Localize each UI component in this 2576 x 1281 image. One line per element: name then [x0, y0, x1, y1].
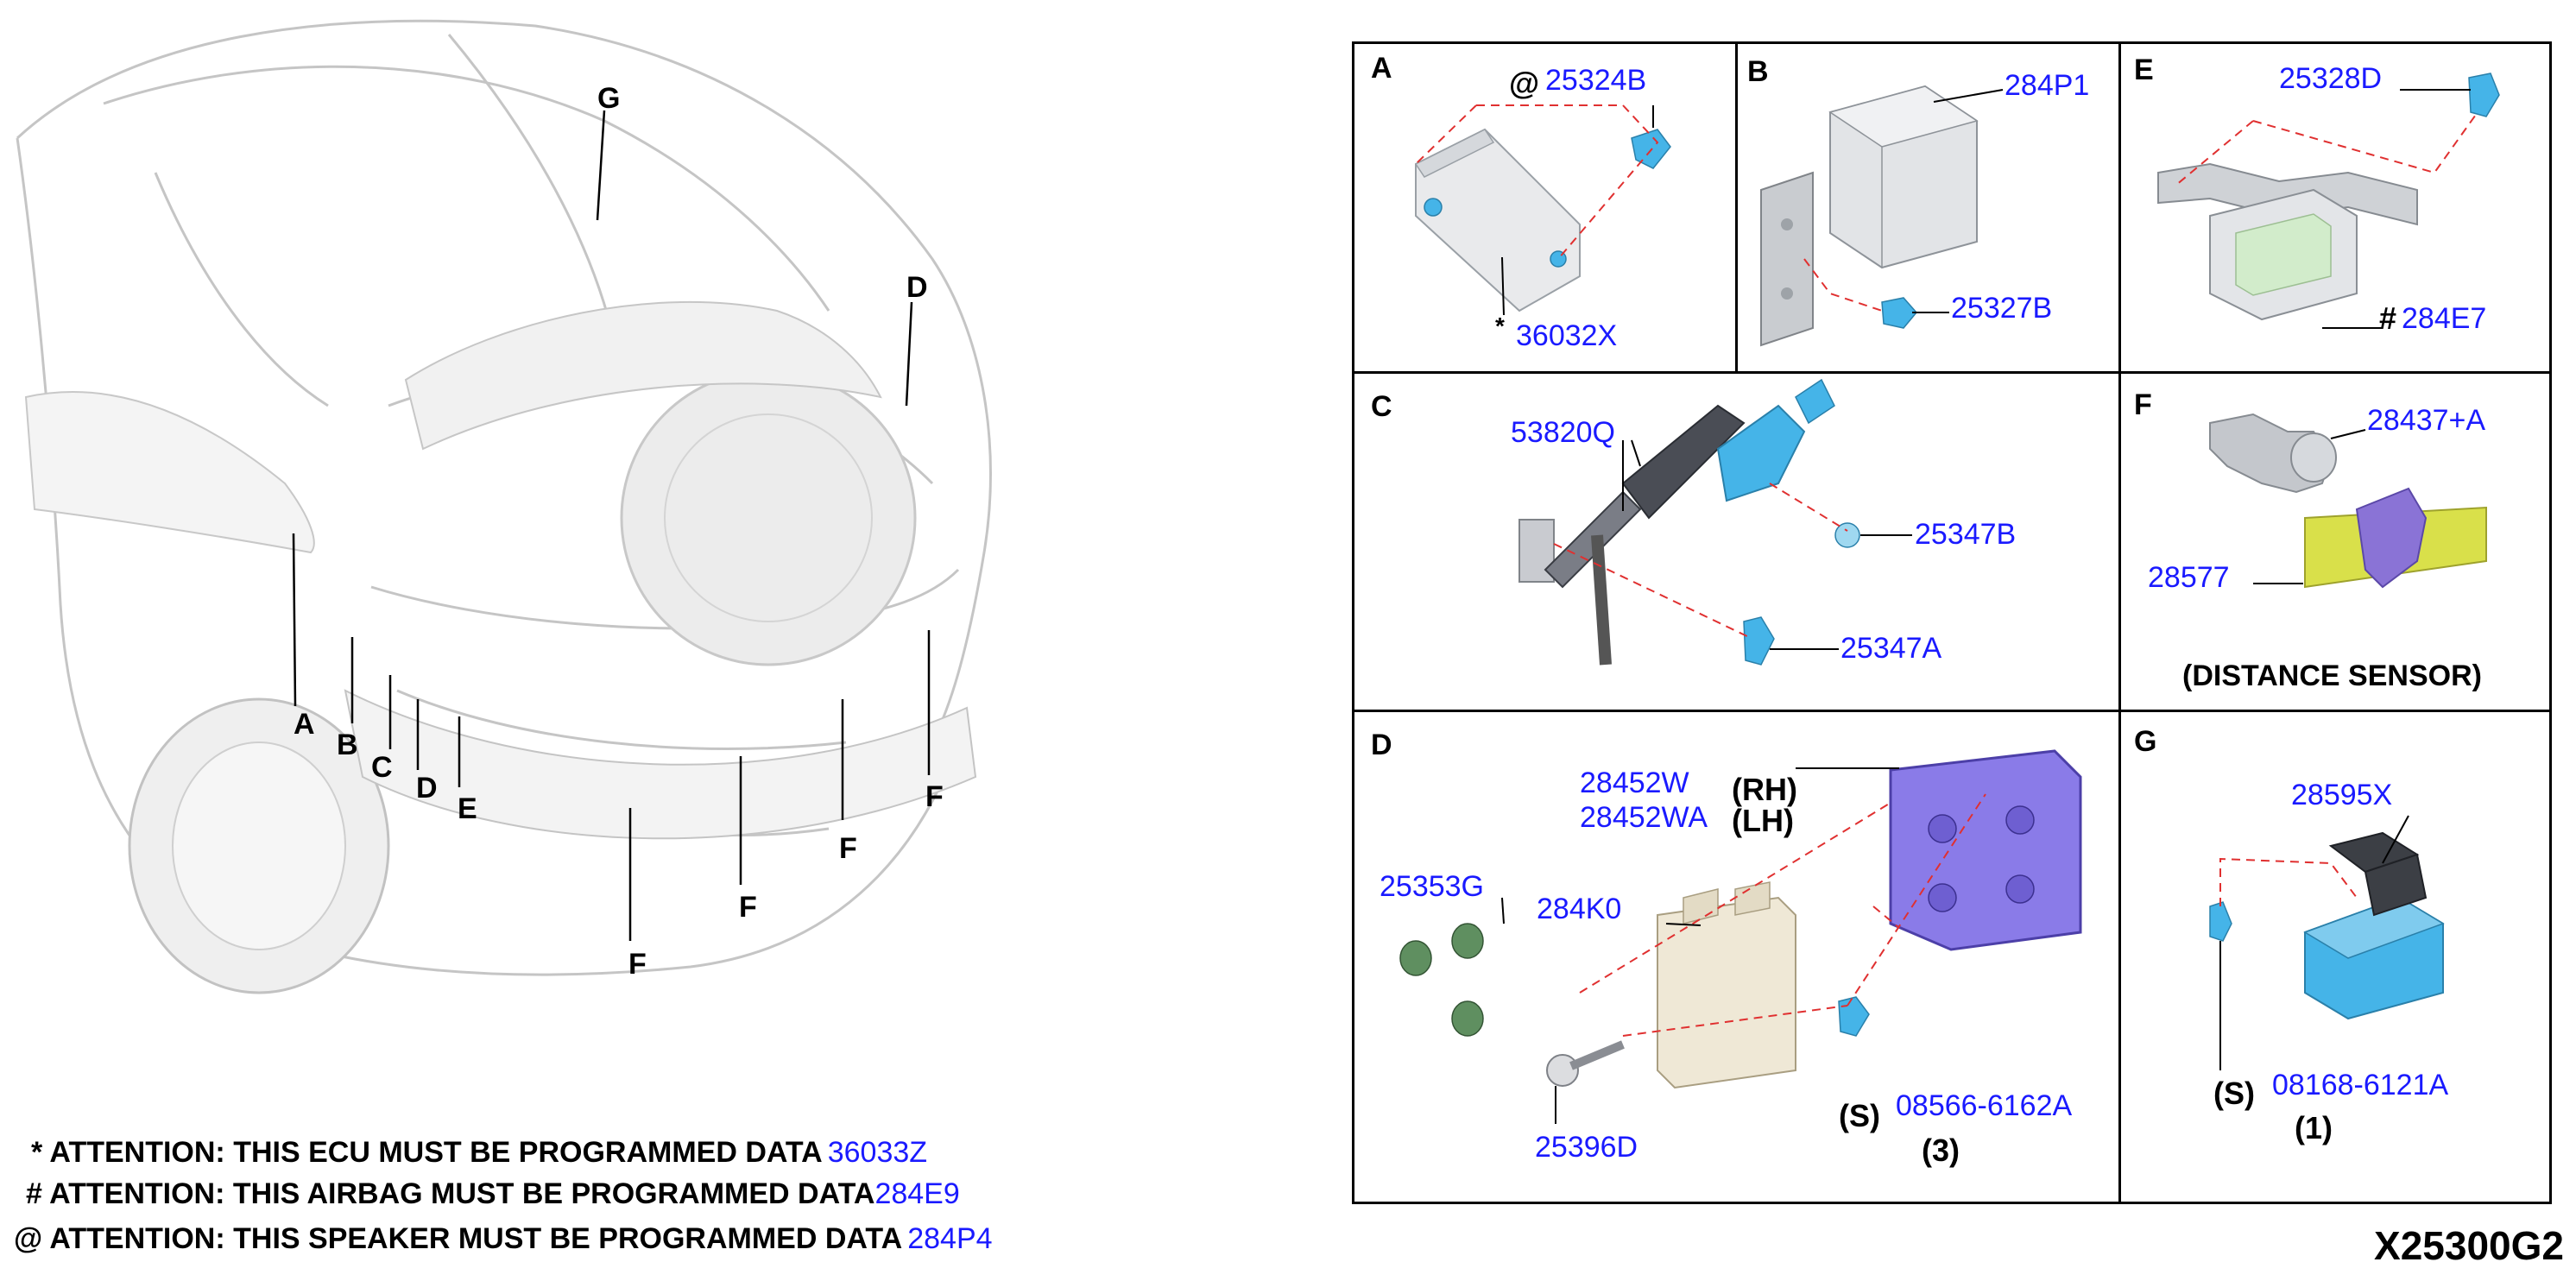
- standard-part-mark: (S): [1839, 1098, 1880, 1133]
- standard-part-mark: (S): [2213, 1076, 2255, 1111]
- distance-sensor-f: [2209, 413, 2487, 589]
- grid-border-right: [2549, 41, 2552, 1204]
- airbag-program-mark: #: [2379, 300, 2397, 336]
- cell-c-label: C: [1371, 390, 1392, 423]
- grid-col-divider-ab: [1735, 41, 1738, 374]
- part-25347b[interactable]: 25347B: [1915, 518, 2017, 551]
- part-284p1[interactable]: 284P1: [2005, 69, 2090, 102]
- attention-note-part[interactable]: 284E9: [874, 1177, 960, 1210]
- attention-note-text: @ ATTENTION: THIS SPEAKER MUST BE PROGRA…: [14, 1222, 903, 1255]
- callout-a[interactable]: A: [294, 708, 315, 741]
- callout-c[interactable]: C: [371, 751, 393, 784]
- part-25353g[interactable]: 25353G: [1380, 870, 1484, 903]
- attention-note-text: # ATTENTION: THIS AIRBAG MUST BE PROGRAM…: [26, 1177, 875, 1210]
- cell-b-label: B: [1747, 55, 1769, 88]
- cell-e-label: E: [2134, 54, 2154, 86]
- callout-g[interactable]: G: [597, 82, 621, 115]
- grid-border-bottom: [1352, 1202, 2552, 1204]
- grid-row-divider-2: [1352, 710, 2552, 712]
- vehicle-rear-illustration: [16, 19, 992, 994]
- part-28452wa[interactable]: 28452WA: [1580, 801, 1708, 834]
- callout-f-4[interactable]: F: [925, 780, 944, 813]
- diagram-id: X25300G2: [2374, 1223, 2564, 1268]
- airbag-unit-e: [2157, 73, 2500, 329]
- attention-note-text: * ATTENTION: THIS ECU MUST BE PROGRAMMED…: [31, 1136, 823, 1169]
- part-53820q[interactable]: 53820Q: [1511, 416, 1615, 449]
- distance-sensor-caption: (DISTANCE SENSOR): [2182, 659, 2482, 692]
- part-28437a[interactable]: 28437+A: [2367, 404, 2486, 437]
- rh-label: (RH): [1732, 772, 1797, 807]
- callout-b[interactable]: B: [337, 729, 358, 761]
- part-25328d[interactable]: 25328D: [2279, 62, 2383, 95]
- quantity-label: (3): [1922, 1133, 1960, 1168]
- part-36032x[interactable]: 36032X: [1516, 319, 1618, 352]
- part-25327b[interactable]: 25327B: [1951, 292, 2053, 325]
- speaker-unit-a: [1414, 104, 1671, 316]
- grid-row-divider-1: [1352, 371, 2552, 374]
- ecu-program-mark: *: [1495, 312, 1505, 339]
- callout-d[interactable]: D: [416, 772, 438, 805]
- grid-border-top: [1352, 41, 2552, 44]
- part-25396d[interactable]: 25396D: [1535, 1131, 1638, 1164]
- lh-label: (LH): [1732, 803, 1794, 838]
- cell-g-label: G: [2134, 725, 2157, 758]
- part-284e7[interactable]: 284E7: [2402, 302, 2487, 335]
- cell-d-label: D: [1371, 729, 1392, 761]
- callout-e[interactable]: E: [458, 792, 477, 825]
- quantity-label: (1): [2295, 1110, 2333, 1145]
- control-unit-g: [2209, 815, 2445, 1070]
- attention-note-part[interactable]: 284P4: [907, 1222, 993, 1255]
- part-25347a[interactable]: 25347A: [1840, 632, 1942, 665]
- part-284k0[interactable]: 284K0: [1537, 893, 1622, 925]
- attention-note-ecu: * ATTENTION: THIS ECU MUST BE PROGRAMMED…: [31, 1138, 927, 1167]
- part-28577[interactable]: 28577: [2148, 561, 2230, 594]
- cell-a-label: A: [1371, 52, 1392, 85]
- attention-note-speaker: @ ATTENTION: THIS SPEAKER MUST BE PROGRA…: [14, 1224, 993, 1253]
- callout-f-3[interactable]: F: [839, 832, 857, 865]
- part-25324b[interactable]: 25324B: [1545, 64, 1647, 97]
- callout-f-2[interactable]: F: [739, 891, 757, 924]
- part-08168-6121a[interactable]: 08168-6121A: [2272, 1069, 2449, 1101]
- part-28452w[interactable]: 28452W: [1580, 767, 1689, 799]
- callout-d-top[interactable]: D: [906, 271, 928, 304]
- attention-note-part[interactable]: 36033Z: [827, 1136, 928, 1169]
- part-28595x[interactable]: 28595X: [2291, 779, 2393, 811]
- cell-f-label: F: [2134, 388, 2152, 421]
- grid-col-divider-main: [2118, 41, 2121, 1204]
- callout-f-1[interactable]: F: [628, 948, 647, 981]
- attention-note-airbag: # ATTENTION: THIS AIRBAG MUST BE PROGRAM…: [26, 1179, 960, 1208]
- speaker-program-mark: @: [1509, 66, 1540, 101]
- part-08566-6162a[interactable]: 08566-6162A: [1896, 1089, 2073, 1122]
- grid-border-left: [1352, 41, 1354, 1204]
